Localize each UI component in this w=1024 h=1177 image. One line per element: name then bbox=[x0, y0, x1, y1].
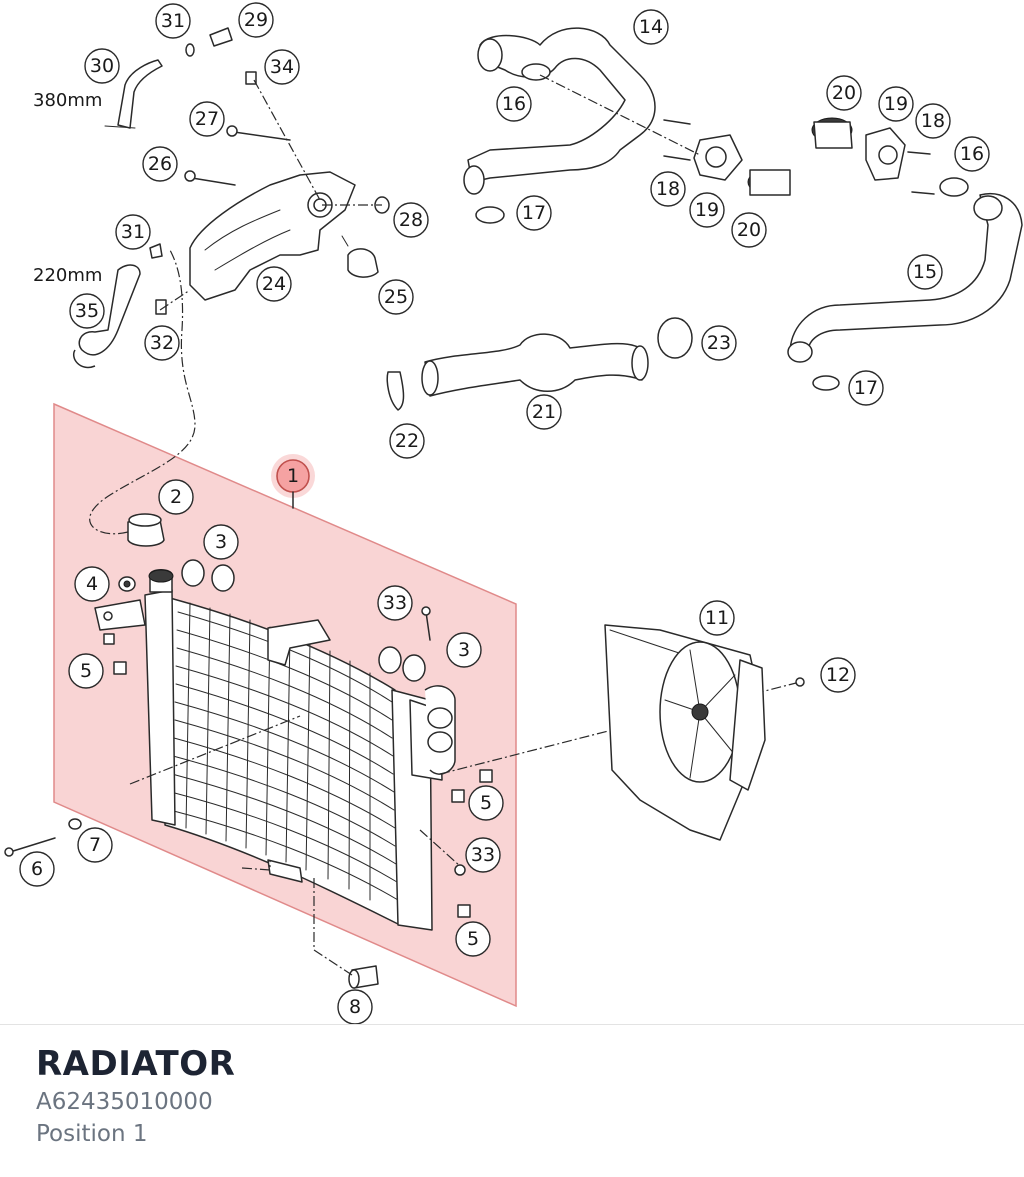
dimension-label-220mm: 220mm bbox=[33, 265, 102, 286]
callout-17-right-label: 17 bbox=[854, 377, 878, 399]
callout-18-right[interactable]: 18 bbox=[915, 103, 951, 139]
callout-16-right[interactable]: 16 bbox=[954, 136, 990, 172]
callout-6[interactable]: 6 bbox=[19, 851, 55, 887]
callout-21[interactable]: 21 bbox=[526, 394, 562, 430]
callout-32-label: 32 bbox=[150, 332, 174, 354]
callout-35-label: 35 bbox=[75, 300, 99, 322]
callout-5-mid-label: 5 bbox=[480, 792, 492, 814]
callout-15-label: 15 bbox=[913, 261, 937, 283]
callout-24-label: 24 bbox=[262, 273, 286, 295]
callout-33-bottom-label: 33 bbox=[471, 844, 495, 866]
callout-23[interactable]: 23 bbox=[701, 325, 737, 361]
callout-7-label: 7 bbox=[89, 834, 101, 856]
callout-33-top[interactable]: 33 bbox=[377, 585, 413, 621]
radiator-drawing[interactable] bbox=[4, 513, 493, 989]
callout-15[interactable]: 15 bbox=[907, 254, 943, 290]
callout-5-bottom-label: 5 bbox=[467, 928, 479, 950]
callout-25-label: 25 bbox=[384, 286, 408, 308]
callout-19-left[interactable]: 19 bbox=[689, 192, 725, 228]
callout-18-left[interactable]: 18 bbox=[650, 171, 686, 207]
callout-19-right[interactable]: 19 bbox=[878, 86, 914, 122]
callout-17-right[interactable]: 17 bbox=[848, 370, 884, 406]
callout-20-left-label: 20 bbox=[737, 219, 761, 241]
callout-8-label: 8 bbox=[349, 996, 361, 1018]
callout-11[interactable]: 11 bbox=[699, 600, 735, 636]
callout-2[interactable]: 2 bbox=[158, 479, 194, 515]
hose-21-drawing bbox=[386, 317, 693, 411]
callout-4[interactable]: 4 bbox=[74, 566, 110, 602]
callout-22[interactable]: 22 bbox=[389, 423, 425, 459]
callout-3-right[interactable]: 3 bbox=[446, 632, 482, 668]
callout-1-label: 1 bbox=[287, 465, 299, 487]
callout-31-mid[interactable]: 31 bbox=[115, 214, 151, 250]
callout-19-left-label: 19 bbox=[695, 199, 719, 221]
callout-30-label: 30 bbox=[90, 55, 114, 77]
hose-15-drawing bbox=[787, 117, 1023, 391]
callout-14-label: 14 bbox=[639, 16, 663, 38]
callout-29[interactable]: 29 bbox=[238, 2, 274, 38]
callout-20-right-label: 20 bbox=[832, 82, 856, 104]
hose-14-drawing bbox=[463, 27, 791, 224]
callout-31-top-label: 31 bbox=[161, 10, 185, 32]
callout-27-label: 27 bbox=[195, 108, 219, 130]
callout-23-label: 23 bbox=[707, 332, 731, 354]
callout-27[interactable]: 27 bbox=[189, 101, 225, 137]
callout-32[interactable]: 32 bbox=[144, 325, 180, 361]
callout-12-label: 12 bbox=[826, 664, 850, 686]
callout-7[interactable]: 7 bbox=[77, 827, 113, 863]
callout-26-label: 26 bbox=[148, 153, 172, 175]
fan-shroud-drawing bbox=[604, 624, 805, 841]
callout-24[interactable]: 24 bbox=[256, 266, 292, 302]
callout-19-right-label: 19 bbox=[884, 93, 908, 115]
callout-29-label: 29 bbox=[244, 9, 268, 31]
callout-4-label: 4 bbox=[86, 573, 98, 595]
callout-20-left[interactable]: 20 bbox=[731, 212, 767, 248]
callout-31-top[interactable]: 31 bbox=[155, 3, 191, 39]
callout-3-top[interactable]: 3 bbox=[203, 524, 239, 560]
callout-14[interactable]: 14 bbox=[633, 9, 669, 45]
callout-18-left-label: 18 bbox=[656, 178, 680, 200]
callout-33-top-label: 33 bbox=[383, 592, 407, 614]
callout-5-left[interactable]: 5 bbox=[68, 653, 104, 689]
expansion-tank-drawing bbox=[73, 27, 390, 369]
callout-34-label: 34 bbox=[270, 56, 294, 78]
callout-31-mid-label: 31 bbox=[121, 221, 145, 243]
callout-16-left-label: 16 bbox=[502, 93, 526, 115]
callout-26[interactable]: 26 bbox=[142, 146, 178, 182]
callout-17-left-label: 17 bbox=[522, 202, 546, 224]
part-info-panel: RADIATOR A62435010000 Position 1 bbox=[36, 1042, 235, 1150]
callout-3-right-label: 3 bbox=[458, 639, 470, 661]
section-divider bbox=[0, 1024, 1024, 1025]
callout-18-right-label: 18 bbox=[921, 110, 945, 132]
callout-11-label: 11 bbox=[705, 607, 729, 629]
callout-20-right[interactable]: 20 bbox=[826, 75, 862, 111]
dimension-label-380mm: 380mm bbox=[33, 90, 102, 111]
callout-3-top-label: 3 bbox=[215, 531, 227, 553]
part-number: A62435010000 bbox=[36, 1089, 213, 1115]
callout-22-label: 22 bbox=[395, 430, 419, 452]
callout-1[interactable]: 1 bbox=[271, 454, 315, 498]
callout-35[interactable]: 35 bbox=[69, 293, 105, 329]
callout-33-bottom[interactable]: 33 bbox=[465, 837, 501, 873]
exploded-parts-diagram: 1 2 3 3 4 5 5 5 6 7 8 11 12 14 15 16 16 … bbox=[4, 2, 1023, 1024]
callout-5-mid[interactable]: 5 bbox=[468, 785, 504, 821]
callout-16-left[interactable]: 16 bbox=[496, 86, 532, 122]
callout-30[interactable]: 30 bbox=[84, 48, 120, 84]
callout-34[interactable]: 34 bbox=[264, 49, 300, 85]
callout-5-left-label: 5 bbox=[80, 660, 92, 682]
callout-21-label: 21 bbox=[532, 401, 556, 423]
callout-2-label: 2 bbox=[170, 486, 182, 508]
part-name: RADIATOR bbox=[36, 1044, 236, 1084]
callout-8[interactable]: 8 bbox=[337, 989, 373, 1024]
callout-25[interactable]: 25 bbox=[378, 279, 414, 315]
part-position: Position 1 bbox=[36, 1121, 148, 1147]
callout-17-left[interactable]: 17 bbox=[516, 195, 552, 231]
callout-28-label: 28 bbox=[399, 209, 423, 231]
callout-16-right-label: 16 bbox=[960, 143, 984, 165]
callout-28[interactable]: 28 bbox=[393, 202, 429, 238]
callout-12[interactable]: 12 bbox=[820, 657, 856, 693]
callout-5-bottom[interactable]: 5 bbox=[455, 921, 491, 957]
callout-6-label: 6 bbox=[31, 858, 43, 880]
